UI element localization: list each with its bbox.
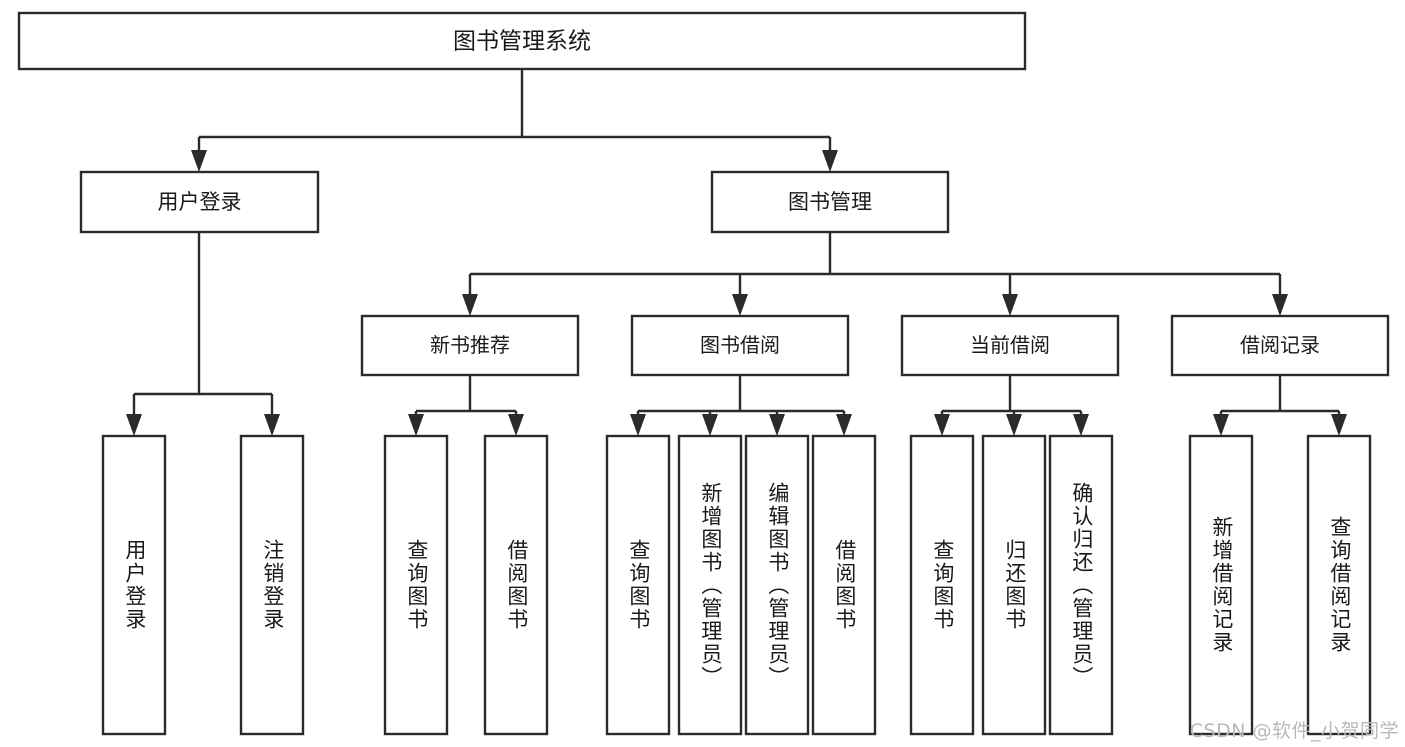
arrow-head-icon xyxy=(630,414,646,436)
node-leaf-query-book-3[interactable] xyxy=(909,434,975,736)
arrow-head-icon xyxy=(702,414,718,436)
node-root[interactable]: 图书管理系统 xyxy=(17,11,1027,71)
node-box-book-manage xyxy=(710,170,950,234)
node-box-leaf-query-book-2 xyxy=(605,434,671,736)
node-book-borrow[interactable]: 图书借阅 xyxy=(630,314,850,377)
node-label-user-login: 用户登录 xyxy=(158,190,242,214)
node-leaf-user-logout[interactable] xyxy=(239,434,305,736)
arrow-head-icon xyxy=(408,414,424,436)
arrow-head-icon xyxy=(1073,414,1089,436)
node-box-leaf-query-book-3 xyxy=(909,434,975,736)
arrow-head-icon xyxy=(462,294,478,316)
node-leaf-confirm-return[interactable] xyxy=(1048,434,1114,736)
node-box-root xyxy=(17,11,1027,71)
node-label-borrow-record: 借阅记录 xyxy=(1240,333,1320,357)
node-box-new-book-rec xyxy=(360,314,580,377)
node-box-leaf-edit-book xyxy=(744,434,810,736)
node-leaf-add-book[interactable] xyxy=(677,434,743,736)
node-new-book-rec[interactable]: 新书推荐 xyxy=(360,314,580,377)
watermark-text: CSDN @软件_小贺同学 xyxy=(1189,720,1399,742)
arrow-head-icon xyxy=(769,414,785,436)
node-leaf-borrow-book-1[interactable] xyxy=(483,434,549,736)
arrow-head-icon xyxy=(1272,294,1288,316)
arrow-head-icon xyxy=(1002,294,1018,316)
arrow-head-icon xyxy=(836,414,852,436)
node-label-book-manage: 图书管理 xyxy=(788,190,872,214)
arrow-head-icon xyxy=(934,414,950,436)
node-box-leaf-confirm-return xyxy=(1048,434,1114,736)
node-box-leaf-query-book-1 xyxy=(383,434,449,736)
node-current-borrow[interactable]: 当前借阅 xyxy=(900,314,1120,377)
node-borrow-record[interactable]: 借阅记录 xyxy=(1170,314,1390,377)
node-leaf-query-book-1[interactable] xyxy=(383,434,449,736)
node-box-leaf-add-book xyxy=(677,434,743,736)
node-box-book-borrow xyxy=(630,314,850,377)
node-box-borrow-record xyxy=(1170,314,1390,377)
node-box-leaf-borrow-book-2 xyxy=(811,434,877,736)
node-box-leaf-return-book xyxy=(981,434,1047,736)
node-user-login[interactable]: 用户登录 xyxy=(79,170,320,234)
node-box-leaf-borrow-book-1 xyxy=(483,434,549,736)
node-leaf-borrow-book-2[interactable] xyxy=(811,434,877,736)
node-label-book-borrow: 图书借阅 xyxy=(700,333,780,357)
node-leaf-query-book-2[interactable] xyxy=(605,434,671,736)
node-box-leaf-add-record xyxy=(1188,434,1254,736)
node-label-current-borrow: 当前借阅 xyxy=(970,333,1050,357)
node-leaf-edit-book[interactable] xyxy=(744,434,810,736)
arrow-head-icon xyxy=(1213,414,1229,436)
arrow-head-icon xyxy=(822,150,838,172)
node-leaf-query-record[interactable] xyxy=(1306,434,1372,736)
arrow-head-icon xyxy=(508,414,524,436)
arrow-head-icon xyxy=(191,150,207,172)
node-leaf-user-login[interactable] xyxy=(101,434,167,736)
node-box-user-login xyxy=(79,170,320,234)
node-box-leaf-query-record xyxy=(1306,434,1372,736)
arrow-head-icon xyxy=(264,414,280,436)
node-label-new-book-rec: 新书推荐 xyxy=(430,333,510,357)
node-label-root: 图书管理系统 xyxy=(453,29,591,55)
node-leaf-add-record[interactable] xyxy=(1188,434,1254,736)
arrow-head-icon xyxy=(1006,414,1022,436)
node-book-manage[interactable]: 图书管理 xyxy=(710,170,950,234)
node-box-leaf-user-logout xyxy=(239,434,305,736)
arrow-head-icon xyxy=(1331,414,1347,436)
node-box-leaf-user-login xyxy=(101,434,167,736)
arrow-head-icon xyxy=(732,294,748,316)
node-leaf-return-book[interactable] xyxy=(981,434,1047,736)
node-box-current-borrow xyxy=(900,314,1120,377)
arrow-head-icon xyxy=(126,414,142,436)
